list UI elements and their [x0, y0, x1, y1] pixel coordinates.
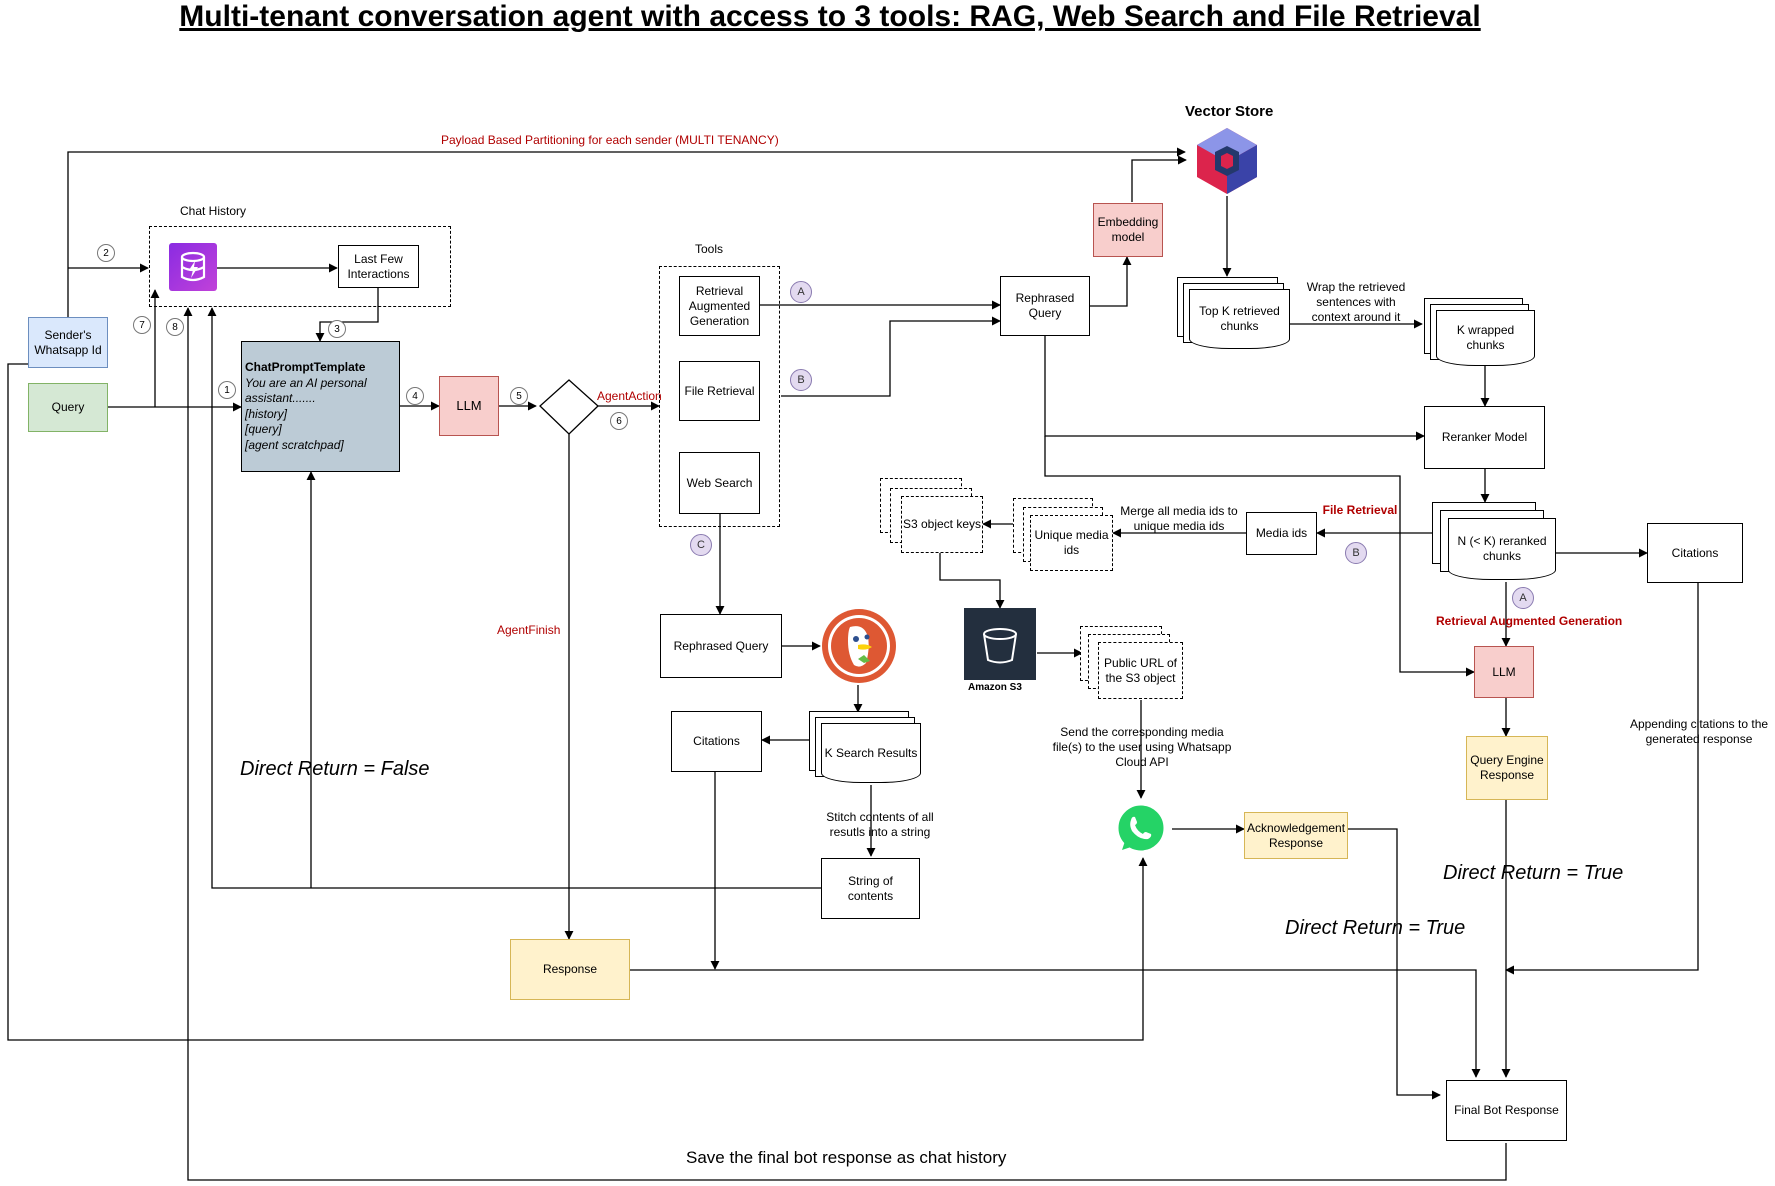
- n-reranked-chunks-doc: N (< K) reranked chunks: [1432, 502, 1556, 582]
- step-4-marker: 4: [406, 387, 424, 405]
- public-url-doc: Public URL of the S3 object: [1080, 626, 1183, 702]
- direct-return-true-label-1: Direct Return = True: [1443, 862, 1624, 884]
- tools-label: Tools: [695, 242, 724, 256]
- embedding-model-box: Embedding model: [1093, 203, 1163, 257]
- route-b-marker: B: [790, 369, 812, 391]
- string-of-contents-box: String of contents: [821, 858, 920, 919]
- rephrased-query-box: Rephrased Query: [1000, 276, 1090, 336]
- stitch-contents-label: Stitch contents of all resutls into a st…: [826, 810, 934, 839]
- top-k-chunks-doc: Top K retrieved chunks: [1177, 277, 1290, 353]
- n-reranked-chunks-label: N (< K) reranked chunks: [1448, 518, 1556, 580]
- unique-media-ids-label: Unique media ids: [1030, 515, 1113, 571]
- rephrased-query-web-box: Rephrased Query: [660, 614, 782, 678]
- payload-partitioning-label: Payload Based Partitioning for each send…: [441, 133, 779, 147]
- send-media-label: Send the corresponding media file(s) to …: [1052, 725, 1232, 769]
- unique-media-ids-doc: Unique media ids: [1013, 498, 1113, 571]
- amazon-s3-label: Amazon S3: [968, 682, 1022, 693]
- step-3-marker: 3: [328, 320, 346, 338]
- rag-llm-box: LLM: [1474, 646, 1534, 698]
- llm-box: LLM: [439, 376, 499, 436]
- prompt-line: [history]: [245, 406, 288, 421]
- duckduckgo-icon: [820, 607, 898, 685]
- vector-store-label: Vector Store: [1185, 103, 1274, 120]
- chat-prompt-template-box: ChatPromptTemplate You are an AI persona…: [241, 341, 400, 472]
- tool-web-search-box: Web Search: [679, 452, 760, 514]
- query-engine-response-box: Query Engine Response: [1466, 736, 1548, 800]
- step-6-marker: 6: [610, 412, 628, 430]
- agent-action-label: AgentAction: [597, 389, 662, 403]
- agent-finish-label: AgentFinish: [497, 623, 561, 637]
- s3-object-keys-doc: S3 object keys: [880, 478, 983, 553]
- page-title: Multi-tenant conversation agent with acc…: [179, 0, 1481, 33]
- route-c-marker: C: [690, 534, 712, 556]
- step-5-marker: 5: [510, 387, 528, 405]
- public-url-label: Public URL of the S3 object: [1098, 642, 1183, 699]
- route-a-marker: A: [790, 281, 812, 303]
- direct-return-false-label: Direct Return = False: [240, 758, 430, 780]
- step-7-marker: 7: [133, 316, 151, 334]
- qdrant-icon: [1193, 126, 1261, 196]
- merge-media-ids-label: Merge all media ids to unique media ids: [1120, 504, 1238, 533]
- k-wrapped-chunks-doc: K wrapped chunks: [1424, 298, 1535, 368]
- sender-whatsapp-id-box: Sender's Whatsapp Id: [28, 317, 108, 368]
- response-box: Response: [510, 939, 630, 1000]
- prompt-line: You are an AI personal assistant.......: [245, 375, 367, 406]
- reranker-model-box: Reranker Model: [1424, 406, 1545, 469]
- prompt-line: [query]: [245, 422, 282, 437]
- top-k-chunks-label: Top K retrieved chunks: [1189, 289, 1290, 349]
- file-retrieval-route-label: File Retrieval: [1322, 503, 1398, 517]
- k-search-results-doc: K Search Results: [809, 711, 921, 785]
- wrap-sentences-label: Wrap the retrieved sentences with contex…: [1306, 280, 1406, 324]
- citations-web-box: Citations: [671, 711, 762, 772]
- amazon-s3-icon: [964, 608, 1036, 680]
- query-box: Query: [28, 383, 108, 432]
- acknowledgement-response-box: Acknowledgement Response: [1244, 812, 1348, 859]
- step-8-marker: 8: [166, 318, 184, 336]
- appending-citations-label: Appending citations to the generated res…: [1629, 717, 1769, 746]
- last-few-interactions-box: Last Few Interactions: [338, 245, 419, 288]
- s3-object-keys-label: S3 object keys: [901, 496, 983, 553]
- chat-history-label: Chat History: [180, 204, 247, 218]
- dynamodb-icon: [169, 243, 217, 291]
- save-history-label: Save the final bot response as chat hist…: [686, 1148, 1007, 1167]
- prompt-title: ChatPromptTemplate: [245, 360, 366, 374]
- media-ids-box: Media ids: [1246, 512, 1317, 555]
- citations-rag-box: Citations: [1647, 523, 1743, 583]
- route-b-marker-2: B: [1345, 542, 1367, 564]
- k-wrapped-chunks-label: K wrapped chunks: [1436, 310, 1535, 366]
- chat-history-group: [149, 226, 451, 307]
- route-a-marker-2: A: [1512, 587, 1534, 609]
- step-1-marker: 1: [218, 381, 236, 399]
- tools-group: [659, 266, 780, 527]
- tool-rag-box: Retrieval Augmented Generation: [679, 276, 760, 336]
- final-bot-response-box: Final Bot Response: [1446, 1080, 1567, 1141]
- prompt-line: [agent scratchpad]: [245, 437, 344, 452]
- tool-file-retrieval-box: File Retrieval: [679, 361, 760, 421]
- direct-return-true-label-2: Direct Return = True: [1285, 917, 1466, 939]
- k-search-results-label: K Search Results: [821, 723, 921, 783]
- rag-route-label: Retrieval Augmented Generation: [1436, 614, 1623, 628]
- step-2-marker: 2: [97, 244, 115, 262]
- whatsapp-icon: [1108, 800, 1172, 858]
